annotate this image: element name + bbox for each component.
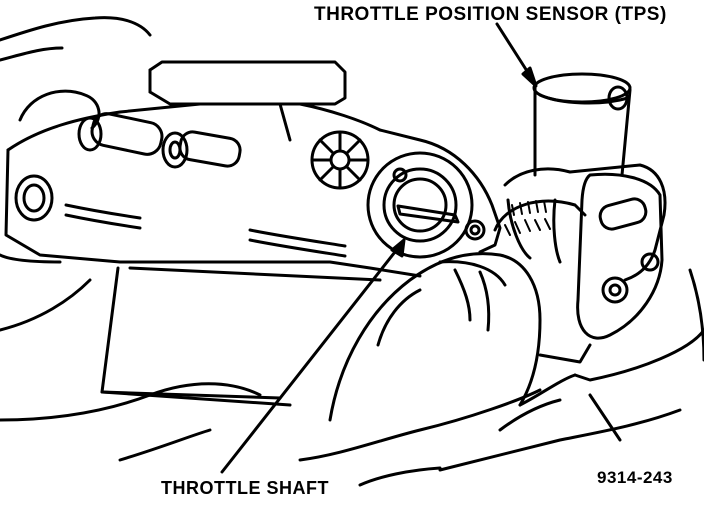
right-hand <box>300 254 704 485</box>
throttle-body <box>6 62 500 405</box>
tps-label: THROTTLE POSITION SENSOR (TPS) <box>314 4 667 25</box>
shaft-arrowhead <box>392 240 404 256</box>
figure-number: 9314-243 <box>597 468 673 487</box>
tps-arrowhead <box>523 68 536 86</box>
leader-lines <box>222 24 536 472</box>
shaft-leader-line <box>222 243 402 472</box>
tps-sensor <box>495 74 665 362</box>
throttle-shaft-label: THROTTLE SHAFT <box>161 478 329 498</box>
